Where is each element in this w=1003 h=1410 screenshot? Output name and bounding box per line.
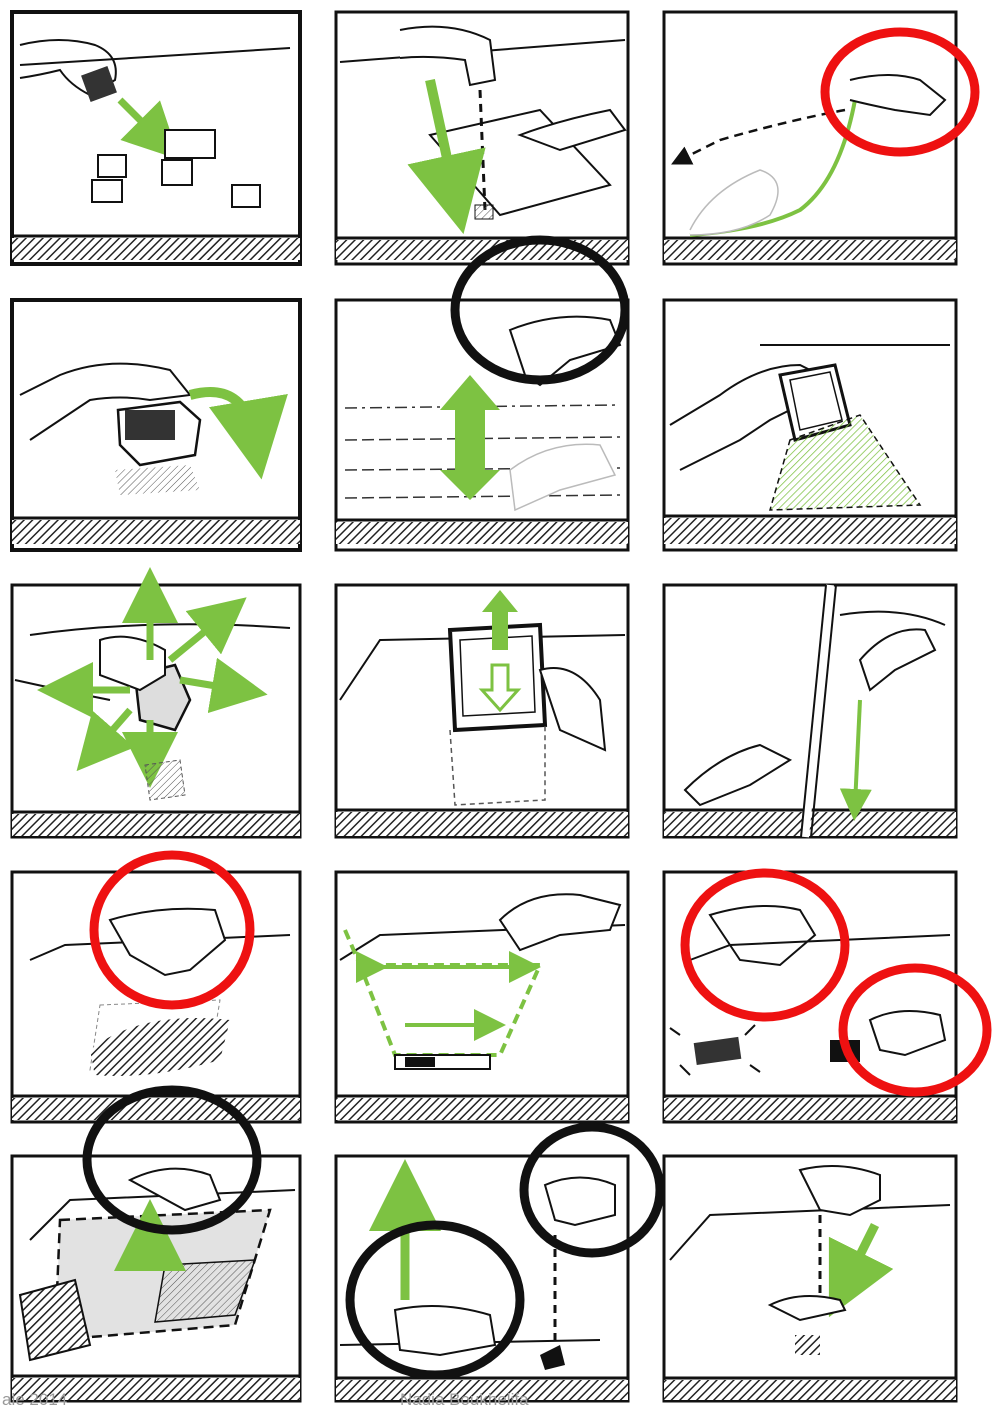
- panel-1-3: [664, 12, 975, 264]
- panel-3-3: [664, 585, 956, 837]
- panel-5-2: [336, 1127, 660, 1401]
- panel-3-2: [336, 585, 628, 837]
- panel-3-1: [12, 585, 300, 837]
- footer-right-text: Nadia Boukhelifa: [400, 1390, 529, 1409]
- panel-4-1: [12, 855, 300, 1122]
- panel-2-3: [664, 300, 956, 550]
- footer-left-text: ale 2014: [2, 1390, 67, 1409]
- panel-1-1: [12, 12, 300, 264]
- panel-5-1: [12, 1090, 300, 1401]
- panel-4-2: [336, 872, 628, 1122]
- panel-4-3: [664, 872, 987, 1122]
- panel-5-3: [664, 1156, 956, 1401]
- panel-1-2: [336, 12, 628, 264]
- panel-2-2: [336, 240, 628, 550]
- panel-2-1: [12, 300, 300, 550]
